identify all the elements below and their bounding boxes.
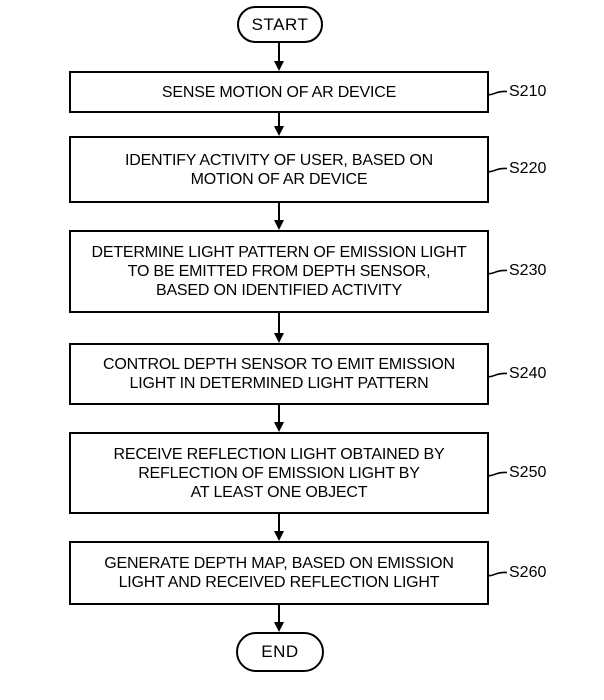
arrow-shaft	[278, 43, 280, 63]
arrow-head-icon	[274, 422, 284, 432]
arrow-shaft	[278, 605, 280, 624]
step-box-s250: RECEIVE REFLECTION LIGHT OBTAINED BY REF…	[69, 432, 489, 514]
arrow-head-icon	[274, 622, 284, 632]
lead-line-s220	[488, 167, 508, 173]
step-text-s230: DETERMINE LIGHT PATTERN OF EMISSION LIGH…	[91, 244, 467, 299]
arrow-head-icon	[274, 126, 284, 136]
lead-line-s250	[488, 471, 508, 477]
step-label-s220: S220	[509, 160, 547, 177]
flow-arrow-down	[274, 203, 284, 230]
step-box-s240: CONTROL DEPTH SENSOR TO EMIT EMISSION LI…	[69, 343, 489, 405]
arrow-shaft	[278, 405, 280, 424]
step-text-s220: IDENTIFY ACTIVITY OF USER, BASED ON MOTI…	[124, 151, 434, 188]
end-terminal: END	[236, 632, 324, 672]
start-terminal: START	[237, 6, 323, 43]
end-terminal-label: END	[261, 642, 299, 661]
lead-line-s240	[488, 372, 508, 378]
step-text-s260: GENERATE DEPTH MAP, BASED ON EMISSION LI…	[104, 555, 454, 591]
flow-arrow-down	[274, 514, 284, 541]
start-terminal-label: START	[251, 14, 309, 34]
arrow-head-icon	[274, 333, 284, 343]
lead-line-s230	[488, 269, 508, 275]
step-label-s250: S250	[509, 464, 547, 481]
step-box-s220: IDENTIFY ACTIVITY OF USER, BASED ON MOTI…	[69, 136, 489, 203]
step-text-s210: SENSE MOTION OF AR DEVICE	[161, 83, 397, 101]
step-box-s260: GENERATE DEPTH MAP, BASED ON EMISSION LI…	[69, 541, 489, 605]
arrow-shaft	[278, 203, 280, 222]
step-label-s260: S260	[509, 564, 547, 581]
arrow-shaft	[278, 313, 280, 335]
step-text-s240: CONTROL DEPTH SENSOR TO EMIT EMISSION LI…	[102, 356, 456, 392]
flow-arrow-down	[274, 405, 284, 432]
lead-line-s210	[488, 90, 508, 96]
step-label-s230: S230	[509, 262, 547, 279]
step-label-s210: S210	[509, 83, 547, 100]
arrow-shaft	[278, 514, 280, 533]
step-box-s210: SENSE MOTION OF AR DEVICE	[69, 71, 489, 113]
arrow-head-icon	[274, 531, 284, 541]
flow-arrow-down	[274, 43, 284, 71]
step-label-s240: S240	[509, 365, 547, 382]
lead-line-s260	[488, 571, 508, 577]
flow-arrow-down	[274, 313, 284, 343]
step-box-s230: DETERMINE LIGHT PATTERN OF EMISSION LIGH…	[69, 230, 489, 313]
flow-arrow-down	[274, 113, 284, 136]
flow-arrow-down	[274, 605, 284, 632]
arrow-head-icon	[274, 61, 284, 71]
arrow-head-icon	[274, 220, 284, 230]
arrow-shaft	[278, 113, 280, 128]
step-text-s250: RECEIVE REFLECTION LIGHT OBTAINED BY REF…	[113, 445, 445, 501]
